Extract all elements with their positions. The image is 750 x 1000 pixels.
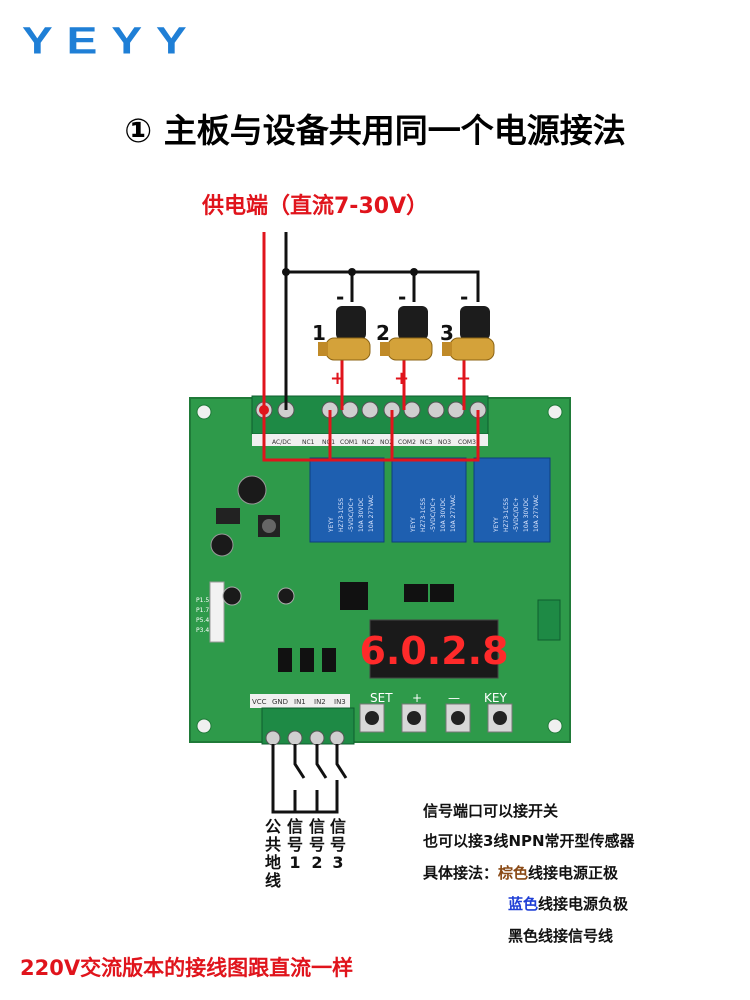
button-set: SET [359,691,393,733]
terminal-label-gnd: GND [272,698,288,706]
note-line-4: 蓝色线接电源负极 [508,893,628,914]
wire-label-signal-1: 信号1 [286,817,303,872]
valve-2-number: 2 [376,321,390,345]
terminal-label-no3: NO3 [438,439,451,446]
footer-note: 220V交流版本的接线图跟直流一样 [20,956,354,980]
valve-2-minus: - [398,285,406,309]
button-plus: + [401,691,427,733]
pin-label-p34: P3.4 [196,627,209,634]
wire-label-signal-3: 信号3 [329,817,346,872]
button-minus: — [445,691,471,733]
solenoid-valve-3 [442,306,495,361]
valve-2-plus: + [394,368,409,389]
signal-wires [271,744,348,814]
relay-1-ac: 10A 277VAC [368,495,375,532]
relay-2: YEYY HZ73-1C5S -5VDC/DC+ 10A 30VDC 10A 2… [391,457,467,543]
solenoid-valve-1 [318,306,371,361]
relay-1-model: HZ73-1C5S [338,498,345,532]
button-minus-label: — [448,691,460,705]
relay-3-coil: -5VDC/DC+ [513,497,520,532]
terminal-label-vcc: VCC [252,698,267,706]
supply-label: 供电端（直流7-30V） [202,194,429,219]
note-line-5: 黑色线接信号线 [508,927,614,945]
relay-2-brand: YEYY [410,517,417,533]
valve-3-number: 3 [440,321,454,345]
terminal-label-nc2: NC2 [362,439,375,446]
com-bus-wire [262,410,480,462]
relay-2-model: HZ73-1C5S [420,498,427,532]
terminal-label-in2: IN2 [314,698,326,706]
display-value: 6.0.2.8 [359,629,508,673]
brand-logo: YEYY [22,18,201,62]
pin-label-p17: P1.7 [196,607,209,614]
wire-label-signal-2: 信号2 [308,817,325,872]
pin-label-p15: P1.5 [196,597,209,604]
wire-label-common-ground: 公共地线 [264,817,281,890]
note-line-4-suffix: 线接电源负极 [538,895,629,913]
relay-1: YEYY HZ73-1C5S -5VDC/DC+ 10A 30VDC 10A 2… [309,457,385,543]
solenoid-valve-2 [380,306,433,361]
terminal-label-in1: IN1 [294,698,306,706]
relay-3: YEYY HZ73-1C5S -5VDC/DC+ 10A 30VDC 10A 2… [473,457,551,543]
relay-3-dc: 10A 30VDC [523,498,530,532]
relay-2-coil: -5VDC/DC+ [430,497,437,532]
button-key: KEY [484,691,513,733]
mcu-chip [340,582,368,610]
note-line-3-prefix: 具体接法： [423,864,499,882]
relay-3-ac: 10A 277VAC [533,495,540,532]
button-plus-label: + [412,691,422,705]
relay-1-brand: YEYY [328,517,335,533]
note-brown-word: 棕色 [498,864,529,882]
terminal-label-in3: IN3 [334,698,346,706]
relay-2-dc: 10A 30VDC [440,498,447,532]
terminal-label-nc1: NC1 [302,439,315,446]
relay-1-coil: -5VDC/DC+ [348,497,355,532]
terminal-label-com1: COM1 [340,439,358,446]
valve-3-minus: - [460,285,468,309]
valve-1-plus: + [330,368,345,389]
relay-3-brand: YEYY [493,517,500,533]
valve-3-plus: + [456,368,471,389]
terminal-label-no2: NO2 [380,439,393,446]
button-set-label: SET [370,691,393,705]
pcb-board [190,398,570,742]
pin-label-p54: P5.4 [196,617,209,624]
led-display [369,619,499,679]
note-line-1: 信号端口可以接开关 [423,802,559,820]
relay-2-ac: 10A 277VAC [450,495,457,532]
terminal-label-acdc: AC/DC [272,439,291,446]
valve-1-number: 1 [312,321,326,345]
relay-3-model: HZ73-1C5S [503,498,510,532]
terminal-label-nc3: NC3 [420,439,433,446]
relay-1-dc: 10A 30VDC [358,498,365,532]
valve-1-minus: - [336,285,344,309]
note-line-3: 具体接法：棕色线接电源正极 [423,862,618,883]
note-line-3-suffix: 线接电源正极 [528,864,619,882]
button-key-label: KEY [484,691,507,705]
page-title: ① 主板与设备共用同一个电源接法 [124,111,626,150]
terminal-label-com2: COM2 [398,439,416,446]
note-line-2: 也可以接3线NPN常开型传感器 [423,832,635,850]
note-blue-word: 蓝色 [508,895,539,913]
common-negative-wire [286,270,480,302]
terminal-label-com3: COM3 [458,439,476,446]
